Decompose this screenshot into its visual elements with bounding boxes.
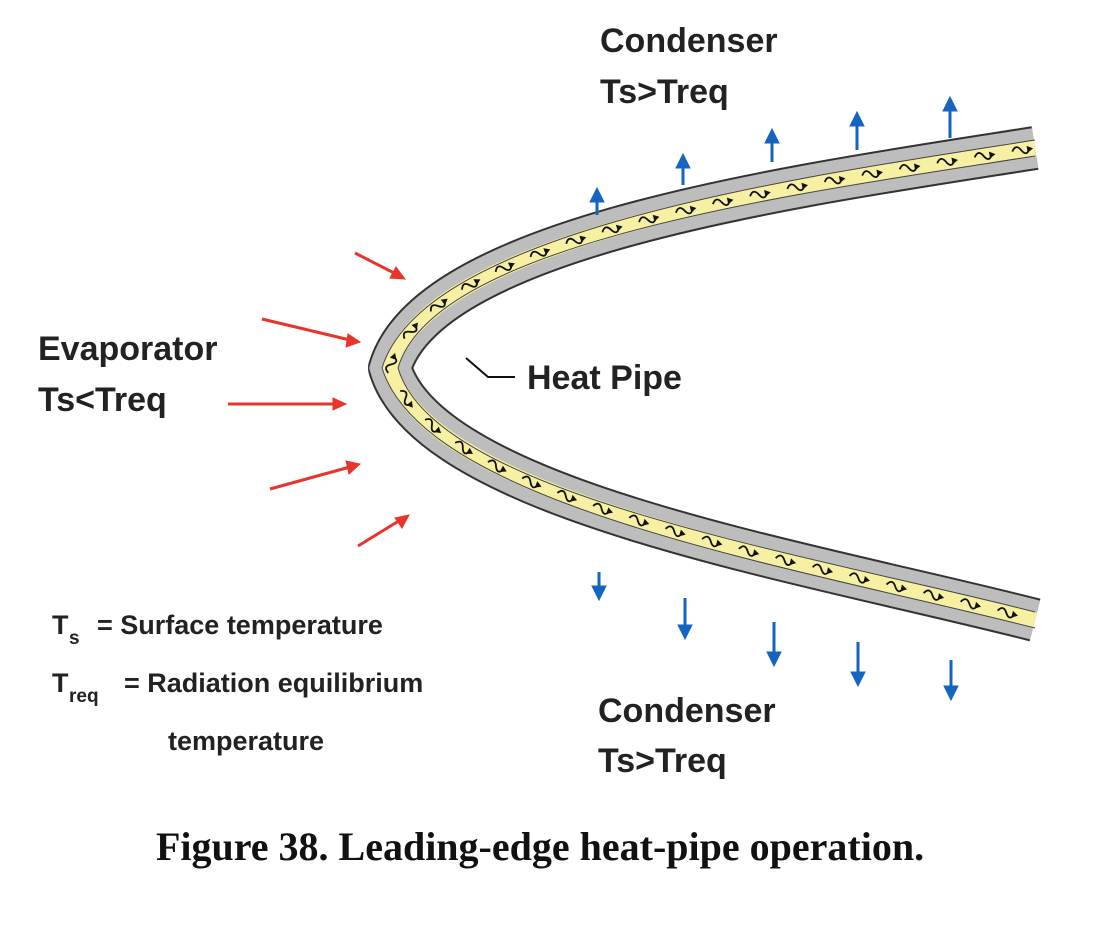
outgoing-arrow-down xyxy=(850,642,866,688)
flow-mark xyxy=(424,418,442,434)
outgoing-arrow-up xyxy=(764,127,780,162)
figure-caption: Figure 38. Leading-edge heat-pipe operat… xyxy=(156,824,924,869)
flow-mark xyxy=(529,248,551,258)
flow-mark xyxy=(786,182,808,192)
flow-mark xyxy=(1011,145,1034,155)
flow-mark xyxy=(429,298,448,312)
legend: T s = Surface temperature T req = Radiat… xyxy=(52,610,423,756)
flow-mark xyxy=(385,353,398,374)
flow-mark xyxy=(601,224,623,234)
flow-mark xyxy=(701,535,723,548)
outgoing-arrow-down xyxy=(591,572,607,602)
incoming-arrow xyxy=(269,460,362,491)
heat-pipe xyxy=(368,126,1041,642)
flow-mark xyxy=(885,581,907,593)
flow-mark xyxy=(556,489,578,503)
flow-mark xyxy=(565,235,587,245)
outgoing-arrow-up xyxy=(849,110,865,150)
outgoing-arrow-up xyxy=(942,95,958,138)
flow-mark xyxy=(922,589,945,601)
outgoing-arrow-up xyxy=(589,186,605,215)
flow-mark xyxy=(936,157,958,166)
flow-mark xyxy=(454,440,473,455)
legend-treq-subscript: req xyxy=(69,686,99,707)
incoming-arrow xyxy=(354,251,407,280)
condenser-top-relation: Ts>Treq xyxy=(600,73,729,111)
flow-mark xyxy=(592,502,613,515)
flow-mark xyxy=(973,151,996,160)
outgoing-heat-arrows-top xyxy=(589,95,958,215)
legend-treq-definition-cont: temperature xyxy=(168,726,324,756)
outgoing-arrow-down xyxy=(677,598,693,641)
flow-mark xyxy=(628,514,650,527)
flow-mark xyxy=(738,545,760,557)
flow-mark xyxy=(494,262,515,273)
flow-mark xyxy=(521,475,542,489)
condenser-bottom-title: Condenser xyxy=(598,692,776,730)
flow-mark xyxy=(675,205,697,215)
flow-mark xyxy=(402,322,418,339)
legend-treq-symbol: T xyxy=(52,668,69,698)
heat-pipe-label: Heat Pipe xyxy=(527,359,682,397)
outgoing-arrow-down xyxy=(766,622,782,668)
incoming-arrow xyxy=(261,317,362,348)
evaporator-relation: Ts<Treq xyxy=(38,381,167,419)
incoming-arrow xyxy=(357,514,410,548)
legend-treq-definition: = Radiation equilibrium xyxy=(124,668,423,698)
evaporator-title: Evaporator xyxy=(38,330,218,368)
vapor-flow-arrows xyxy=(385,145,1034,619)
incoming-heat-arrows xyxy=(228,251,410,548)
flow-mark xyxy=(775,554,797,566)
flow-mark xyxy=(712,197,734,206)
flow-mark xyxy=(898,163,921,172)
flow-mark xyxy=(812,563,834,575)
flow-mark xyxy=(487,459,507,473)
incoming-arrow xyxy=(228,397,348,411)
flow-mark xyxy=(823,176,846,185)
legend-ts-subscript: s xyxy=(69,628,80,649)
flow-mark xyxy=(996,607,1018,619)
heat-pipe-leader-line xyxy=(465,357,515,378)
outgoing-arrow-down xyxy=(943,660,959,702)
flow-mark xyxy=(664,525,686,538)
flow-mark xyxy=(848,572,870,584)
flow-mark xyxy=(638,214,660,224)
legend-ts-symbol: T xyxy=(52,610,69,640)
outgoing-heat-arrows-bottom xyxy=(591,572,959,702)
flow-mark xyxy=(749,189,771,199)
condenser-bottom-relation: Ts>Treq xyxy=(598,742,727,780)
flow-mark xyxy=(861,169,883,178)
outgoing-arrow-up xyxy=(675,152,691,185)
legend-ts-definition: = Surface temperature xyxy=(97,610,383,640)
flow-mark xyxy=(461,279,481,290)
condenser-top-title: Condenser xyxy=(600,22,778,60)
flow-mark xyxy=(400,390,413,408)
flow-mark xyxy=(959,598,982,610)
